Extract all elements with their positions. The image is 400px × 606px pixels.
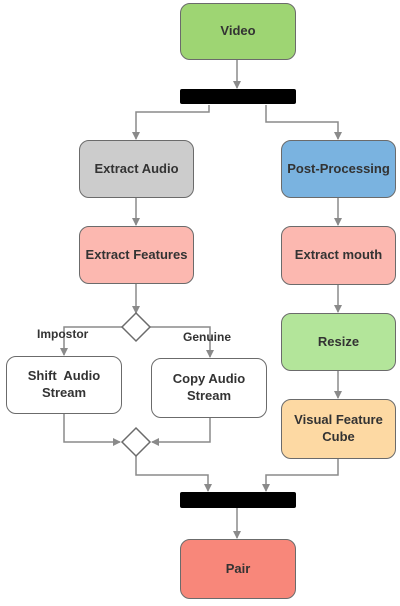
fork-bar [180, 89, 296, 104]
edge-fork-to-post-processing [265, 105, 342, 140]
node-copy-audio-stream-label: Copy Audio Stream [172, 371, 246, 403]
node-post-processing: Post-Processing [281, 140, 396, 198]
node-copy-audio-stream: Copy Audio Stream [151, 358, 267, 418]
edge-decision-to-shift [60, 326, 122, 356]
edge-cube-to-join [262, 459, 339, 492]
edge-shift-to-merge [63, 414, 121, 446]
node-extract-audio: Extract Audio [79, 140, 194, 198]
branch-label-impostor: Impostor [37, 327, 89, 341]
node-visual-feature-cube-label: Visual Feature Cube [294, 412, 383, 444]
edge-copy-to-merge [151, 418, 211, 446]
node-pair-label: Pair [225, 560, 251, 576]
node-extract-audio-label: Extract Audio [94, 160, 179, 176]
edge-merge-to-join [135, 456, 212, 492]
node-video: Video [180, 3, 296, 60]
edge-fork-to-extract-audio [132, 105, 210, 140]
node-shift-audio-stream: Shift Audio Stream [6, 356, 122, 414]
node-extract-mouth-label: Extract mouth [294, 247, 383, 263]
node-resize-label: Resize [317, 333, 360, 349]
node-shift-audio-stream-label: Shift Audio Stream [27, 368, 104, 400]
decision-diamond-split [120, 311, 152, 343]
node-extract-features-label: Extract Features [85, 246, 188, 262]
node-extract-features: Extract Features [79, 226, 194, 284]
node-visual-feature-cube: Visual Feature Cube [281, 399, 396, 459]
decision-diamond-merge [120, 426, 152, 458]
node-video-label: Video [220, 23, 256, 39]
node-extract-mouth: Extract mouth [281, 226, 396, 285]
branch-label-genuine: Genuine [183, 330, 232, 344]
join-bar [180, 492, 296, 508]
node-resize: Resize [281, 313, 396, 371]
node-post-processing-label: Post-Processing [287, 160, 390, 176]
edge-decision-to-copy [150, 326, 214, 358]
node-pair: Pair [180, 539, 296, 599]
